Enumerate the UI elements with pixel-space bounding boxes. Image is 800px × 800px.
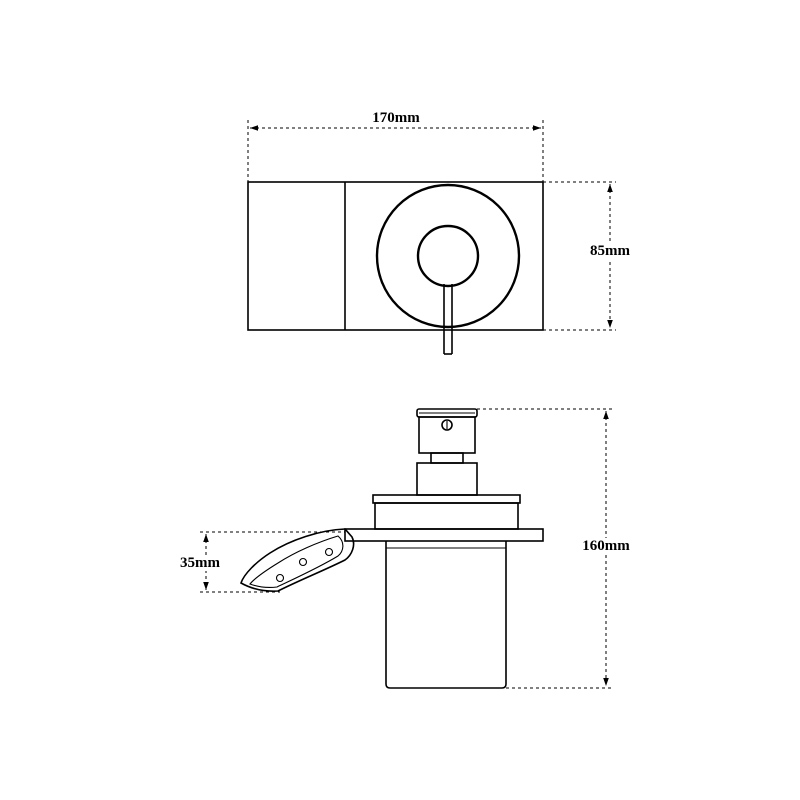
front-view: 35mm 160mm <box>178 408 633 689</box>
top-view: 170mm 85mm <box>247 110 633 355</box>
shelf-plate <box>344 528 544 542</box>
height-label: 160mm <box>582 538 630 554</box>
depth-label: 85mm <box>590 243 630 259</box>
pump-collar <box>416 462 478 496</box>
label-background <box>588 243 633 259</box>
lid-body <box>374 502 519 530</box>
bracket-arm <box>240 528 355 592</box>
label-background <box>370 110 423 126</box>
width-label: 170mm <box>372 110 420 126</box>
pump-stem <box>430 452 464 464</box>
label-background <box>580 538 633 554</box>
bracket-screw-2 <box>298 557 308 567</box>
pump-head-hole <box>441 419 453 431</box>
bracket-arm-inner <box>249 535 344 588</box>
label-background <box>178 555 223 571</box>
lid-rim <box>372 494 521 504</box>
bracket-screw-3 <box>275 573 285 583</box>
pump-head-circle <box>416 224 480 288</box>
top-plate-outline <box>247 181 544 331</box>
dispenser-cap-circle <box>375 183 521 329</box>
bracket-label: 35mm <box>180 555 220 571</box>
container-body <box>385 541 507 689</box>
bracket-screw-1 <box>324 547 334 557</box>
